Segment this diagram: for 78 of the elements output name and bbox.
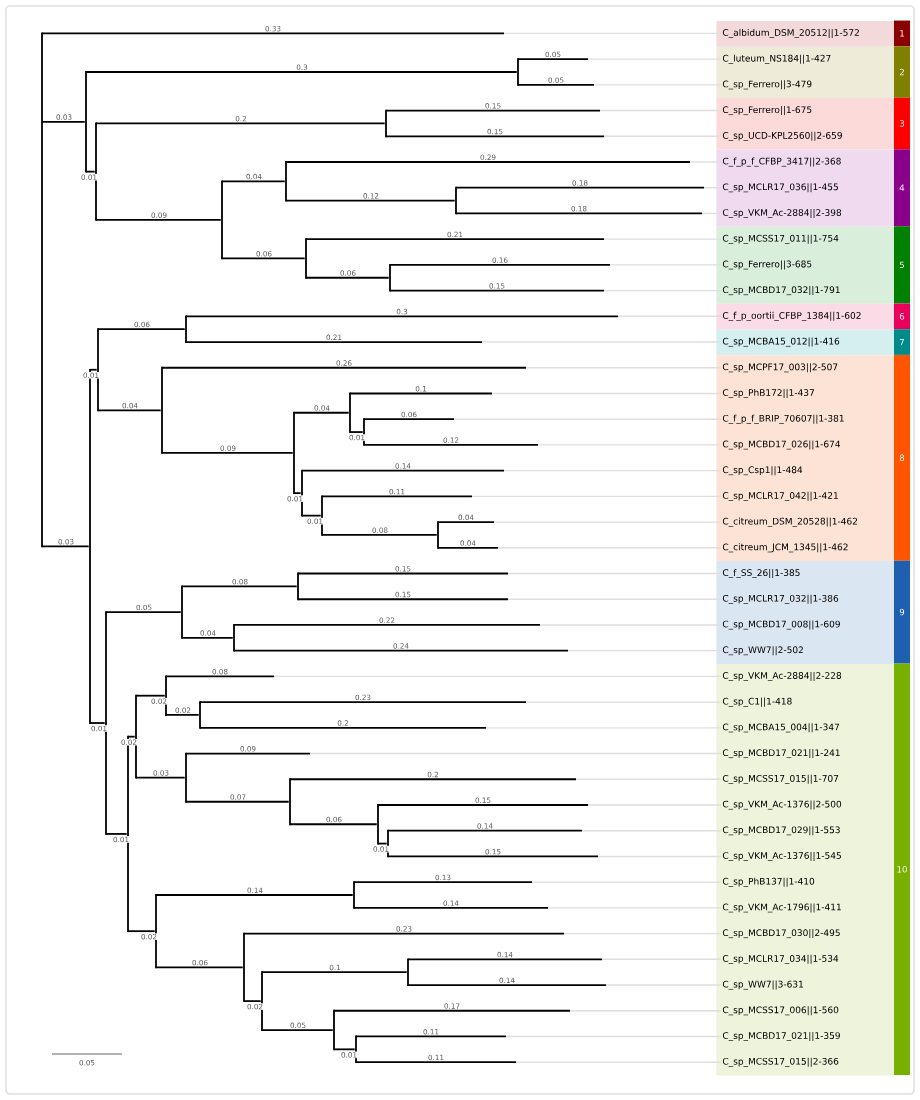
tree-branch xyxy=(355,1061,722,1064)
tree-branch xyxy=(233,624,722,626)
tree-branch xyxy=(95,219,222,221)
tree-branch xyxy=(185,341,722,343)
tree-branch xyxy=(89,722,106,724)
tree-branch xyxy=(155,894,354,896)
tree-branch xyxy=(165,675,722,678)
tree-branch xyxy=(261,971,408,974)
tree-branch xyxy=(517,58,722,61)
tree-branch xyxy=(165,714,200,716)
tree-branch xyxy=(455,212,722,215)
tree-branch xyxy=(261,1029,334,1031)
tree-branch xyxy=(41,32,722,35)
tree-branch xyxy=(301,469,722,472)
tree-branch xyxy=(407,958,722,961)
tree-branch xyxy=(105,611,182,613)
tree-branch xyxy=(389,264,722,266)
tree-branch xyxy=(95,122,386,125)
tree-branch xyxy=(289,778,722,781)
tree-branch xyxy=(285,161,722,163)
tree-branch xyxy=(437,546,722,549)
tree-branch xyxy=(321,534,438,536)
tree-branch xyxy=(377,842,388,845)
tree-branch xyxy=(185,800,290,803)
tree-branch xyxy=(127,930,156,933)
tree-branch xyxy=(185,315,722,318)
tree-branch xyxy=(127,735,136,738)
tree-branch xyxy=(135,776,186,779)
tree-branch xyxy=(353,906,722,909)
tree-branch xyxy=(85,170,96,173)
tree-branch xyxy=(41,120,86,123)
tree-branch xyxy=(297,598,722,601)
tree-branch xyxy=(517,83,722,86)
tree-branch xyxy=(97,409,162,412)
tree-branch xyxy=(293,492,302,495)
tree-branch xyxy=(105,833,128,835)
tree-branch xyxy=(233,649,722,652)
tree-branch xyxy=(385,135,722,138)
tree-branch xyxy=(363,444,722,446)
tree-branch xyxy=(221,257,306,260)
tree-branch xyxy=(349,392,722,395)
tree-branch xyxy=(85,71,518,73)
tree-branch xyxy=(221,180,286,183)
tree-branch xyxy=(333,1048,356,1051)
tree-branch xyxy=(301,514,322,517)
tree-branch xyxy=(389,289,722,292)
tree-branch xyxy=(333,1009,722,1012)
tree-branch xyxy=(97,328,186,331)
tree-branch xyxy=(293,411,350,414)
tree-branch xyxy=(387,829,722,832)
tree-branch xyxy=(455,186,722,189)
tree-branch xyxy=(161,452,294,454)
tree-branch xyxy=(321,495,722,498)
tree-branch xyxy=(377,804,722,806)
tree-branch xyxy=(181,585,298,588)
tree-branch xyxy=(41,545,90,548)
tree-branch xyxy=(407,984,722,986)
tree-branch xyxy=(387,855,722,858)
tree-branch xyxy=(305,238,722,241)
tree-branch xyxy=(355,1035,722,1038)
tree-branch xyxy=(353,881,722,884)
tree-branch xyxy=(289,823,378,826)
tree-branch xyxy=(297,572,722,575)
tree-branch xyxy=(89,368,98,371)
tree-branch xyxy=(305,276,390,279)
tree-branch xyxy=(285,199,456,202)
tree-branch xyxy=(181,636,234,639)
tree-branch xyxy=(185,752,722,755)
tree-branch xyxy=(199,726,722,729)
tree-branch xyxy=(199,701,722,703)
tree-branch xyxy=(349,431,364,433)
tree-branch xyxy=(243,932,722,935)
tree-branch xyxy=(243,1000,262,1002)
tree-branch xyxy=(135,694,166,697)
tree-branch xyxy=(155,966,244,969)
tree-branch xyxy=(385,109,722,112)
tree-branch xyxy=(161,366,722,369)
tree-branch xyxy=(363,418,722,421)
